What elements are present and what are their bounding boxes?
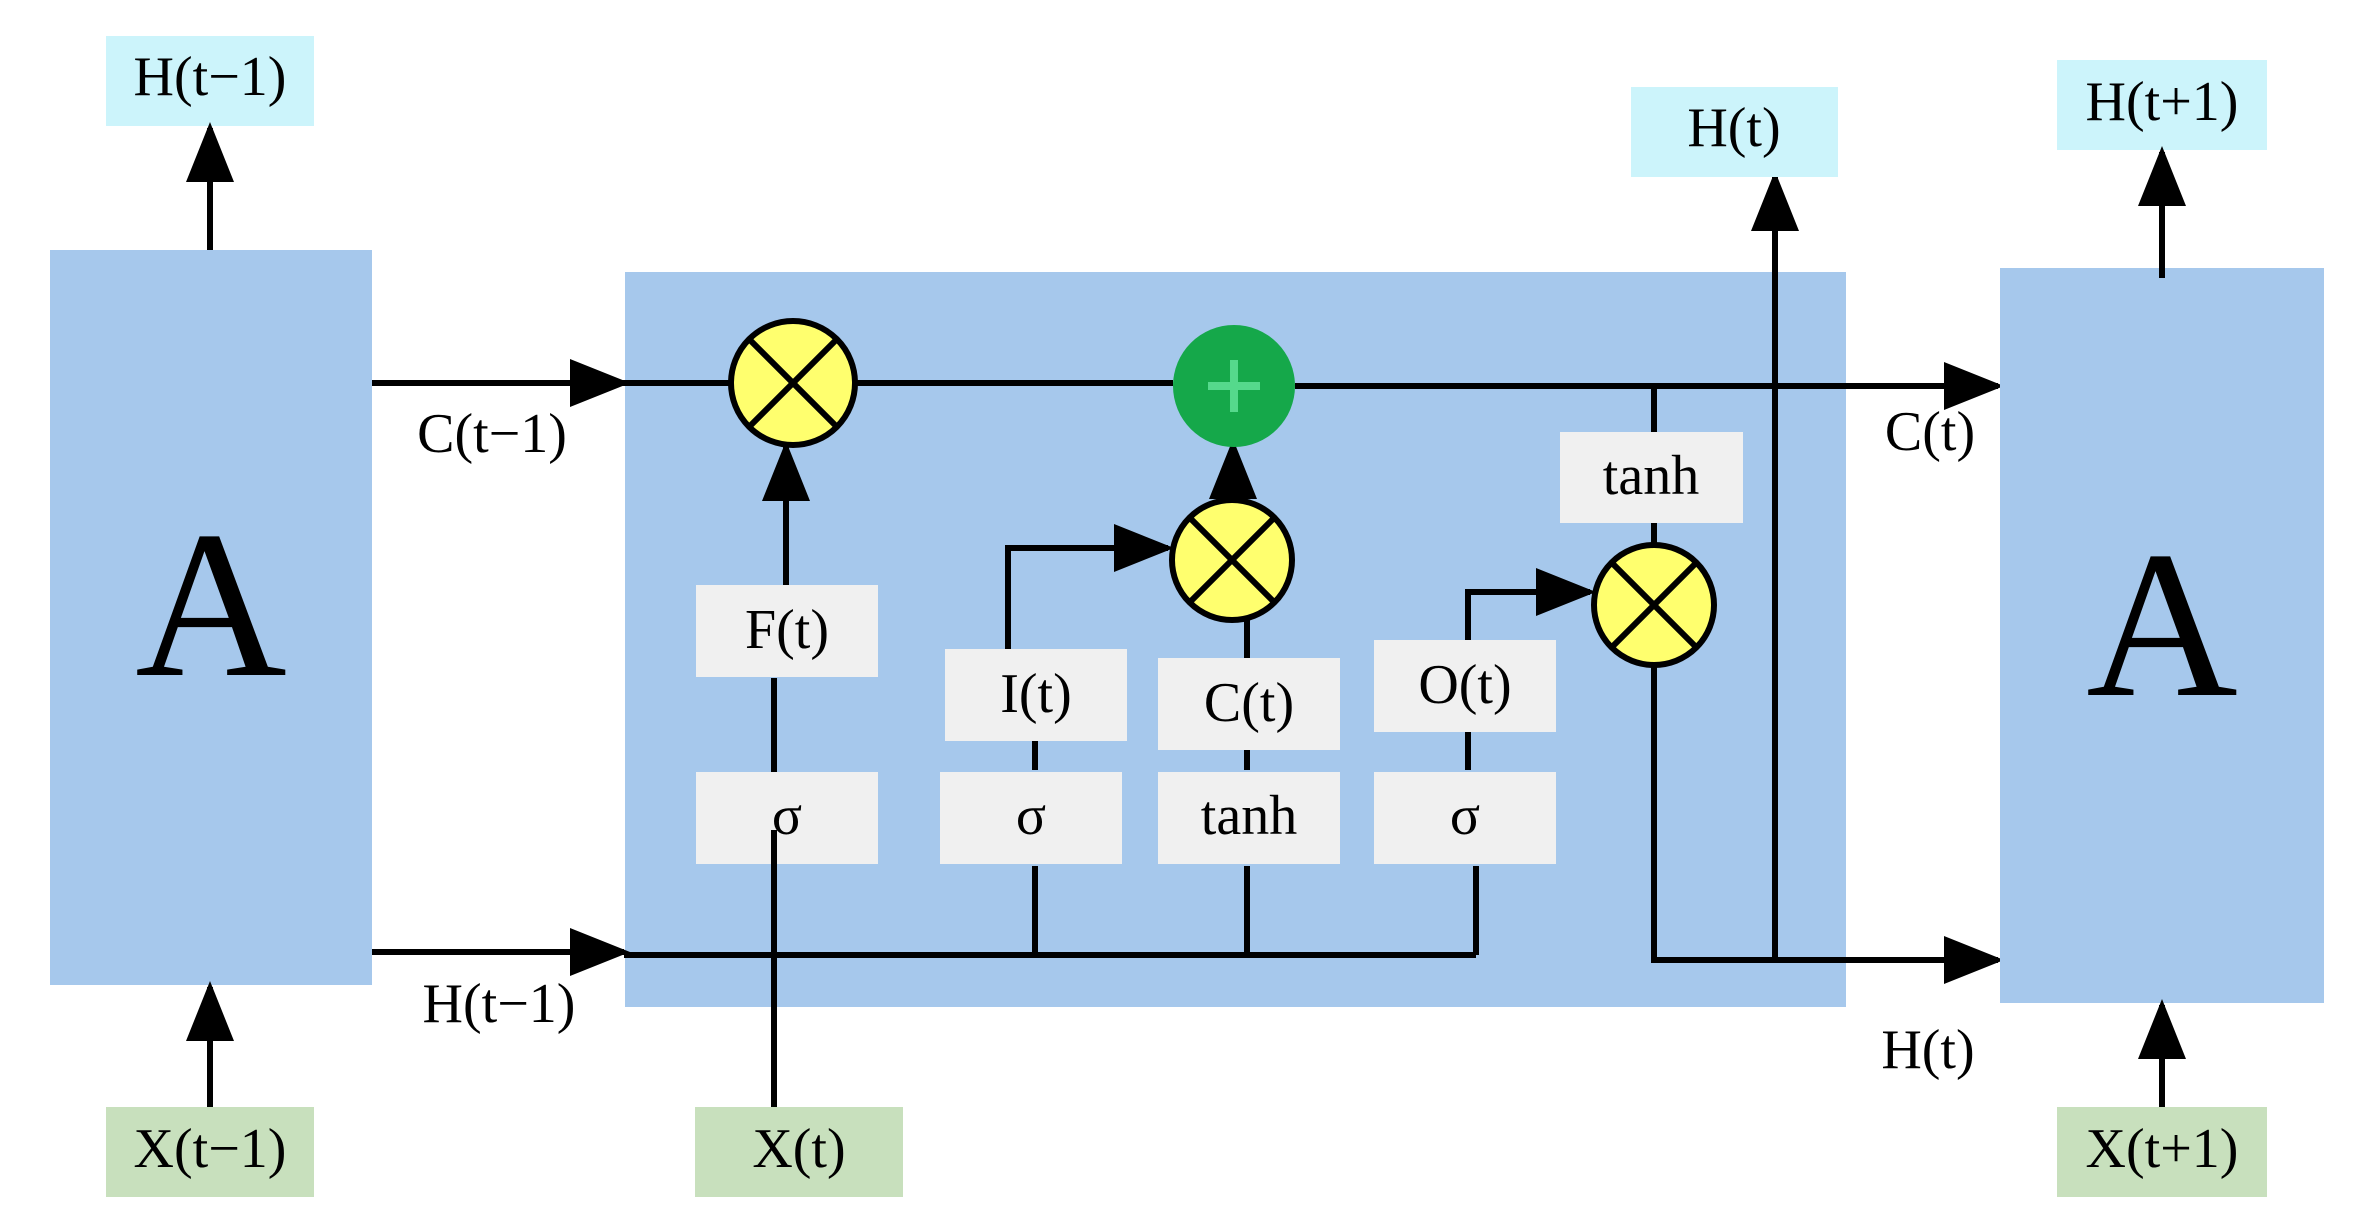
right-cell-label: A [2086, 509, 2238, 741]
forget-sigma-box [696, 772, 878, 864]
add-icon [1208, 360, 1260, 412]
input-box-current [695, 1107, 903, 1197]
input-label-next: X(t+1) [2086, 1118, 2239, 1180]
input-sigma-box [940, 772, 1122, 864]
output-box-next [2057, 60, 2267, 150]
input-gate-label: I(t) [1000, 663, 1072, 725]
input-multiply-node [1169, 497, 1295, 623]
cell-add-node [1173, 325, 1295, 447]
cell-state-in-label: C(t−1) [417, 403, 567, 465]
input-label-current: X(t) [752, 1118, 845, 1180]
right-cell-block [2000, 268, 2324, 1003]
input-gate-box [945, 649, 1127, 741]
output-gate-label: O(t) [1418, 654, 1511, 716]
output-label-current: H(t) [1687, 97, 1780, 159]
output-label-next: H(t+1) [2086, 71, 2239, 133]
left-cell-label: A [135, 489, 287, 721]
multiply-icon [746, 336, 840, 430]
output-gate-arrow [1465, 568, 1596, 640]
cell-state-out-label: C(t) [1885, 401, 1975, 463]
output-multiply-node [1591, 542, 1717, 668]
input-gate-arrow [1005, 524, 1174, 649]
multiply-icon [1187, 515, 1277, 605]
forget-gate-label: F(t) [745, 599, 829, 661]
output-label-prev: H(t−1) [134, 46, 287, 108]
output-sigma-box [1374, 772, 1556, 864]
input-sigma-label: σ [1016, 785, 1046, 847]
candidate-tanh-box [1158, 772, 1340, 864]
output-tanh-box [1560, 432, 1743, 523]
candidate-tanh-label: tanh [1201, 785, 1297, 847]
input-label-prev: X(t−1) [134, 1118, 287, 1180]
hidden-state-in-label: H(t−1) [423, 973, 576, 1035]
multiply-icon [1609, 560, 1699, 650]
output-tanh-label: tanh [1603, 445, 1699, 507]
output-box-current [1631, 87, 1838, 177]
output-gate-box [1374, 640, 1556, 732]
input-box-prev [106, 1107, 314, 1197]
input-box-next [2057, 1107, 2267, 1197]
forget-multiply-node [728, 318, 858, 448]
hidden-state-out-label: H(t) [1881, 1019, 1974, 1081]
left-cell-block [50, 250, 372, 985]
hidden-state-out-path [1651, 665, 1775, 963]
forget-gate-box [696, 585, 878, 677]
output-sigma-label: σ [1450, 785, 1480, 847]
output-box-prev [106, 36, 314, 126]
candidate-box [1158, 658, 1340, 750]
candidate-label: C(t) [1204, 672, 1294, 734]
